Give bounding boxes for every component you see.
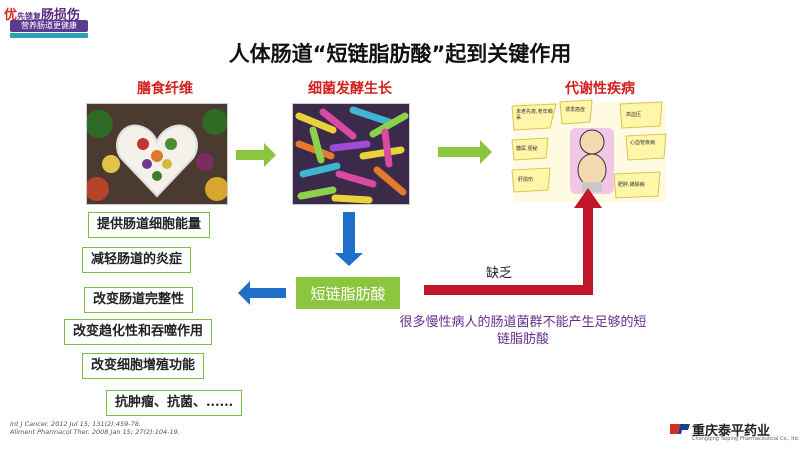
cartoon-label: 糖尿,便秘 (516, 146, 538, 152)
arrow-fiber-to-bacteria (236, 143, 276, 167)
effect-item: 减轻肠道的炎症 (82, 247, 192, 273)
logo-bar (10, 33, 88, 38)
bacteria-image (292, 103, 410, 205)
scfa-box: 短链脂肪酸 (296, 277, 400, 309)
cartoon-label: 未老先衰,老年痴呆 (516, 109, 553, 121)
logo-text: 优先锁复肠损伤 (4, 8, 81, 23)
reference-item: Aliment Pharmacol Ther. 2008 Jan 15; 27(… (10, 428, 180, 436)
arrow-bacteria-to-scfa (335, 212, 363, 266)
cartoon-label: 诱发癌症 (565, 107, 586, 113)
cartoon-label: 高血压 (626, 112, 642, 118)
logo-tagline: 营养肠道更健康 (10, 20, 88, 32)
chronic-patient-note: 很多慢性病人的肠道菌群不能产生足够的短链脂肪酸 (399, 315, 647, 347)
page-title: 人体肠道“短链脂肪酸”起到关键作用 (228, 42, 572, 66)
label-dietary-fiber: 膳食纤维 (137, 81, 193, 97)
arrow-scfa-to-effects (238, 281, 286, 305)
cartoon-label: 心血管疾病 (630, 140, 656, 146)
label-metabolic-disease: 代谢性疾病 (565, 81, 635, 97)
arrow-bacteria-to-disease (438, 140, 492, 164)
cartoon-label: 肝损伤 (518, 177, 534, 183)
arrow-lack-to-disease (424, 188, 602, 295)
brand-name: 重庆泰平药业 (692, 424, 771, 439)
effect-item: 提供肠道细胞能量 (88, 212, 211, 238)
metabolic-disease-image: 未老先衰,老年痴呆 诱发癌症 高血压 心血管疾病 糖尿,便秘 肝损伤 肥胖,痛除… (510, 98, 670, 206)
label-bacterial-fermentation: 细菌发酵生长 (308, 81, 392, 97)
effect-item: 抗肿瘤、抗菌、...... (106, 390, 243, 416)
effect-item: 改变趋化性和吞噬作用 (64, 319, 213, 345)
effect-item: 改变细胞增殖功能 (82, 353, 205, 379)
logo: 优先锁复肠损伤 营养肠道更健康 (4, 4, 104, 38)
references: Int J Cancer. 2012 Jul 15; 131(2):459-78… (10, 420, 180, 436)
reference-item: Int J Cancer. 2012 Jul 15; 131(2):459-78… (10, 420, 141, 428)
company-brand: 重庆泰平药业 Chongqing Taiping Pharmaceutical … (670, 420, 799, 444)
brand-logo-icon (670, 424, 690, 434)
brand-english: Chongqing Taiping Pharmaceutical Co., lt… (692, 436, 800, 442)
dietary-fiber-image (86, 103, 228, 205)
lack-label: 缺乏 (486, 266, 513, 281)
effect-item: 改变肠道完整性 (84, 287, 194, 313)
cartoon-label: 肥胖,痛除病 (618, 182, 645, 188)
